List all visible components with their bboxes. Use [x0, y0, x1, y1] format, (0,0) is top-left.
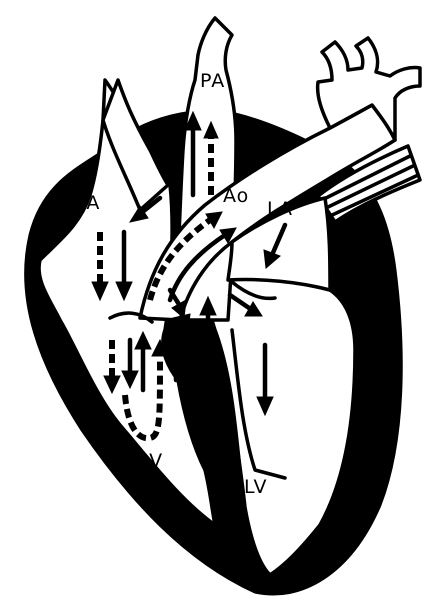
label-pulmonary-artery: PA	[200, 72, 225, 91]
label-left-atrium: LA	[267, 200, 293, 219]
label-right-ventricle: RV	[136, 452, 163, 471]
label-right-atrium: RA	[73, 194, 100, 213]
label-aorta: Ao	[223, 187, 249, 206]
label-left-ventricle: LV	[244, 478, 268, 497]
